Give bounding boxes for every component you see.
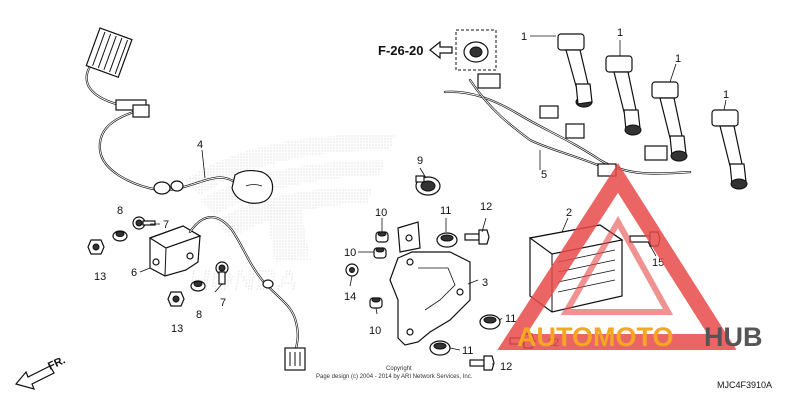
callout-9: 9 — [417, 155, 423, 167]
nut-13b — [167, 291, 185, 307]
part-code: MJC4F3910A — [717, 380, 772, 390]
automotohub-watermark: AUTOMOTO HUB — [497, 163, 763, 352]
callout-10: 10 — [344, 247, 356, 259]
sub-harness-4 — [85, 27, 274, 204]
coil-1b — [605, 55, 642, 136]
callout-5: 5 — [541, 169, 547, 181]
callout-1: 1 — [521, 31, 527, 43]
callout-12: 12 — [480, 201, 492, 213]
callout-6: 6 — [131, 267, 137, 279]
bracket-3 — [389, 221, 471, 346]
callout-10: 10 — [369, 325, 381, 337]
callout-13: 13 — [171, 323, 183, 335]
callout-12: 12 — [500, 361, 512, 373]
callout-1: 1 — [723, 89, 729, 101]
brand-automoto: AUTOMOTO — [517, 322, 674, 352]
copyright-line-2: Page design (c) 2004 - 2014 by ARI Netwo… — [316, 374, 473, 380]
front-label: FR. — [46, 354, 67, 372]
callout-7: 7 — [220, 297, 226, 309]
front-arrow: FR. — [14, 354, 67, 390]
warning-triangle-icon — [497, 163, 737, 350]
module-6 — [148, 216, 306, 371]
reference-label: F-26-20 — [378, 43, 424, 58]
footer: Copyright Page design (c) 2004 - 2014 by… — [316, 366, 772, 390]
clamp-9 — [415, 175, 441, 196]
clamp-ref — [455, 29, 497, 71]
callout-10: 10 — [375, 207, 387, 219]
copyright-line-1: Copyright — [386, 366, 412, 372]
coil-1c — [651, 81, 688, 162]
callout-4: 4 — [197, 139, 203, 151]
brand-hub: HUB — [704, 322, 763, 352]
callout-3: 3 — [482, 277, 488, 289]
nut-13a — [87, 239, 105, 255]
bolt-7a — [132, 216, 156, 230]
callout-14: 14 — [344, 291, 356, 303]
coil-1d — [711, 109, 748, 190]
grommet-8b — [190, 280, 206, 292]
fasteners-left — [87, 216, 229, 307]
callout-2: 2 — [566, 207, 572, 219]
callout-11: 11 — [440, 205, 451, 217]
callout-7: 7 — [163, 219, 169, 231]
callout-11: 11 — [462, 345, 473, 357]
honda-wing-logo: HONDA — [185, 134, 395, 297]
callout-1: 1 — [675, 53, 681, 65]
callout-8: 8 — [196, 309, 202, 321]
harness-5 — [443, 29, 692, 177]
callout-8: 8 — [117, 205, 123, 217]
coil-1a — [557, 33, 593, 108]
ignition-coils-1 — [557, 33, 748, 190]
grommet-8a — [112, 230, 128, 242]
callout-13: 13 — [94, 271, 106, 283]
honda-wordmark: HONDA — [186, 264, 301, 297]
reference-arrow: F-26-20 — [378, 40, 453, 60]
callout-11: 11 — [505, 313, 516, 325]
leader-lines — [139, 35, 727, 365]
callout-1: 1 — [617, 27, 623, 39]
